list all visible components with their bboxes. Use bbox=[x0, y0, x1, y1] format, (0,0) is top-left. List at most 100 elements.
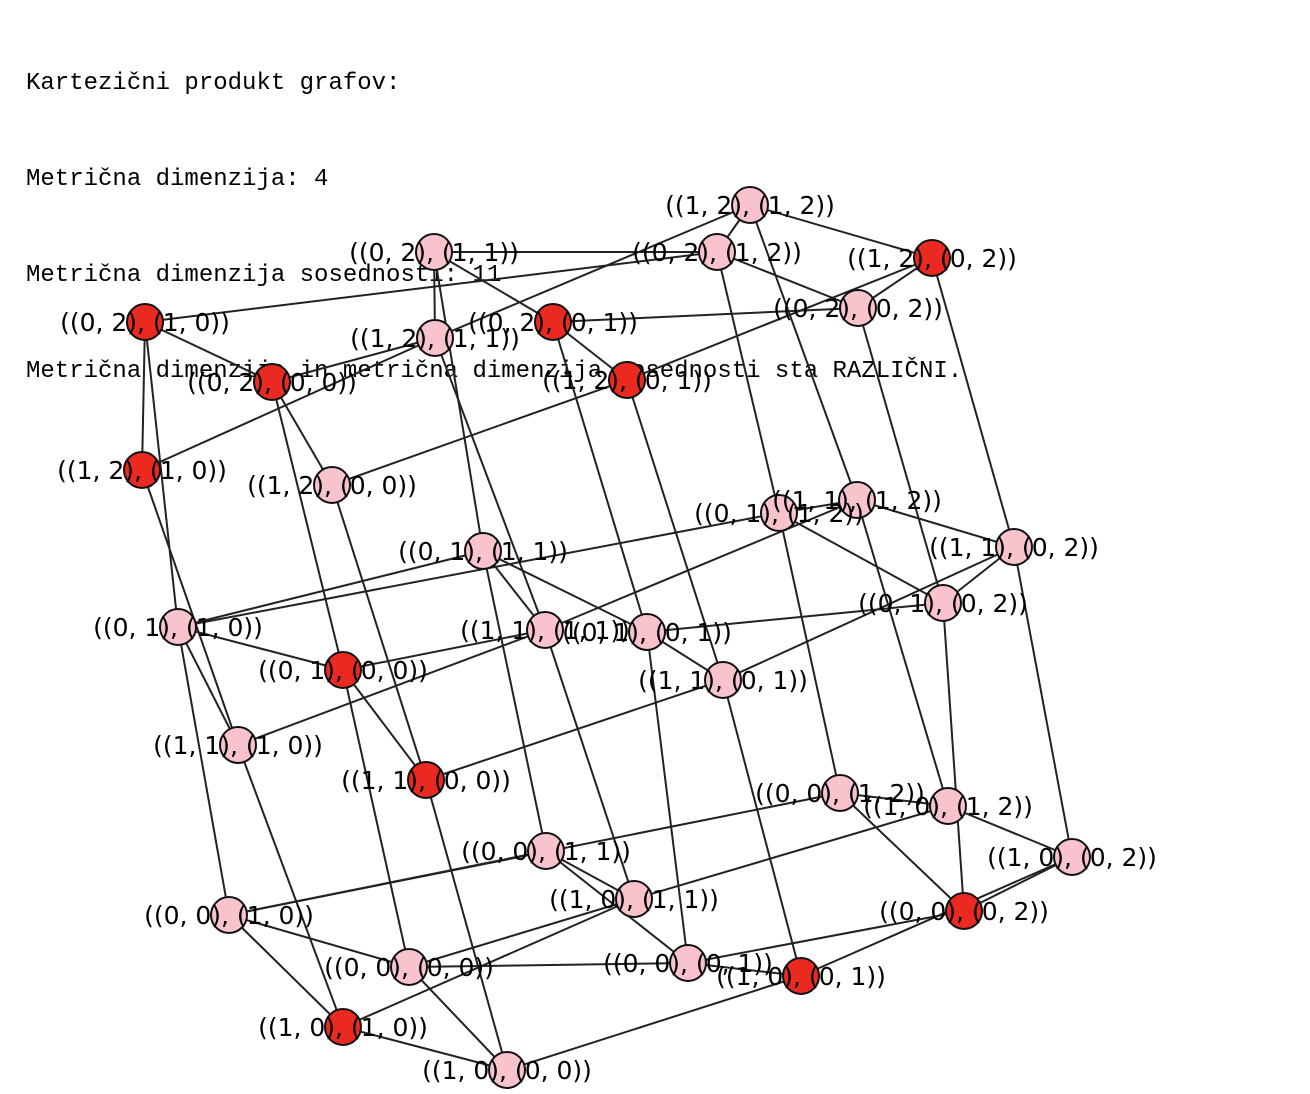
graph-edge bbox=[342, 1026, 508, 1071]
graph-edge bbox=[856, 499, 1015, 548]
graph-node-selected bbox=[608, 361, 646, 399]
node-label: ((0, 1), (0, 1)) bbox=[562, 618, 732, 647]
node-label: ((1, 0), (0, 2)) bbox=[987, 843, 1157, 872]
graph-edge bbox=[857, 307, 944, 604]
graph-edge bbox=[1013, 546, 1073, 858]
graph-edge bbox=[687, 910, 965, 964]
graph-node bbox=[390, 948, 428, 986]
graph-node bbox=[760, 494, 798, 532]
graph-node-selected bbox=[407, 761, 445, 799]
graph-node-selected bbox=[324, 1008, 362, 1046]
graph-edge bbox=[626, 257, 933, 381]
graph-node-selected bbox=[945, 892, 983, 930]
graph-node bbox=[698, 233, 736, 271]
graph-edge bbox=[228, 914, 344, 1028]
graph-edge bbox=[408, 898, 635, 968]
graph-edge bbox=[331, 484, 427, 781]
graph-edge bbox=[434, 204, 751, 339]
graph-node-selected bbox=[324, 651, 362, 689]
graph-edge bbox=[408, 962, 689, 968]
node-label: ((0, 1), (0, 0)) bbox=[258, 656, 428, 685]
graph-node bbox=[821, 774, 859, 812]
graph-edge bbox=[342, 898, 635, 1028]
graph-node-selected bbox=[534, 303, 572, 341]
graph-node bbox=[731, 186, 769, 224]
node-label: ((1, 0), (1, 2)) bbox=[863, 792, 1033, 821]
graph-node bbox=[159, 608, 197, 646]
node-label: ((0, 1), (1, 0)) bbox=[93, 613, 263, 642]
node-label: ((1, 0), (0, 1)) bbox=[716, 962, 886, 991]
graph-node bbox=[929, 787, 967, 825]
graph-edge bbox=[544, 629, 635, 900]
node-label: ((0, 0), (0, 0)) bbox=[324, 953, 494, 982]
node-label: ((1, 2), (1, 2)) bbox=[665, 191, 835, 220]
graph-edge bbox=[749, 204, 933, 259]
output-heading: Kartezični produkt grafov: bbox=[26, 70, 401, 97]
node-label: ((0, 2), (0, 2)) bbox=[773, 294, 943, 323]
graph-edge bbox=[482, 550, 547, 852]
graph-node-selected bbox=[253, 363, 291, 401]
node-label: ((1, 1), (0, 0)) bbox=[341, 766, 511, 795]
node-label: ((1, 2), (1, 0)) bbox=[57, 456, 227, 485]
graph-edge bbox=[237, 629, 546, 746]
comparison-result-line: Metrična dimenzija in metrična dimenzija… bbox=[26, 358, 963, 385]
graph-node bbox=[1053, 838, 1091, 876]
graph-edge bbox=[482, 550, 648, 633]
graph-edge bbox=[425, 679, 724, 781]
graph-edge bbox=[749, 204, 858, 501]
graph-edge bbox=[552, 321, 648, 633]
graph-edge bbox=[237, 744, 344, 1028]
graph-edge bbox=[552, 307, 859, 323]
node-label: ((1, 1), (1, 0)) bbox=[153, 731, 323, 760]
node-label: ((0, 2), (1, 2)) bbox=[632, 238, 802, 267]
node-label: ((0, 1), (1, 2)) bbox=[694, 499, 864, 528]
graph-edge bbox=[177, 512, 780, 628]
graph-edge bbox=[271, 381, 333, 486]
graph-edge bbox=[342, 669, 427, 781]
graph-node bbox=[526, 611, 564, 649]
graph-node-selected bbox=[913, 239, 951, 277]
graph-node bbox=[615, 880, 653, 918]
graph-edge bbox=[177, 550, 484, 628]
node-label: ((0, 0), (1, 2)) bbox=[755, 779, 925, 808]
graph-edge bbox=[778, 512, 841, 794]
graph-node bbox=[416, 319, 454, 357]
graph-edge bbox=[722, 546, 1015, 681]
metric-dimension-line: Metrična dimenzija: 4 bbox=[26, 166, 329, 193]
graph-edge bbox=[331, 379, 628, 486]
node-label: ((1, 2), (1, 1)) bbox=[350, 324, 520, 353]
graph-edge bbox=[839, 792, 965, 912]
node-label: ((1, 1), (1, 1)) bbox=[460, 616, 630, 645]
node-label: ((0, 0), (0, 2)) bbox=[879, 897, 1049, 926]
graph-edge bbox=[626, 379, 724, 681]
graph-edge bbox=[506, 975, 802, 1071]
node-label: ((0, 2), (0, 0)) bbox=[187, 368, 357, 397]
node-label: ((0, 0), (0, 1)) bbox=[603, 949, 773, 978]
graph-edge bbox=[778, 512, 944, 604]
graph-edge bbox=[434, 337, 546, 631]
graph-node-selected bbox=[123, 451, 161, 489]
graph-node bbox=[838, 481, 876, 519]
text-output: Kartezični produkt grafov: Metrična dime… bbox=[26, 4, 962, 420]
graph-node bbox=[488, 1051, 526, 1089]
graph-edge bbox=[646, 602, 944, 633]
graph-node bbox=[464, 532, 502, 570]
graph-node-selected bbox=[126, 303, 164, 341]
node-label: ((1, 0), (1, 0)) bbox=[258, 1013, 428, 1042]
graph-node bbox=[628, 613, 666, 651]
graph-edge bbox=[425, 779, 508, 1071]
graph-node bbox=[415, 233, 453, 271]
node-label: ((1, 2), (0, 1)) bbox=[542, 366, 712, 395]
graph-edge bbox=[342, 629, 546, 671]
node-label: ((1, 2), (0, 0)) bbox=[247, 471, 417, 500]
graph-node bbox=[924, 584, 962, 622]
graph-edge bbox=[342, 669, 410, 968]
graph-edge bbox=[177, 626, 239, 746]
node-label: ((0, 2), (1, 0)) bbox=[60, 308, 230, 337]
graph-edge bbox=[141, 321, 146, 471]
graph-edge bbox=[144, 321, 273, 383]
graph-edge bbox=[271, 337, 436, 383]
graph-edge bbox=[228, 850, 547, 916]
graph-edge bbox=[633, 805, 949, 900]
